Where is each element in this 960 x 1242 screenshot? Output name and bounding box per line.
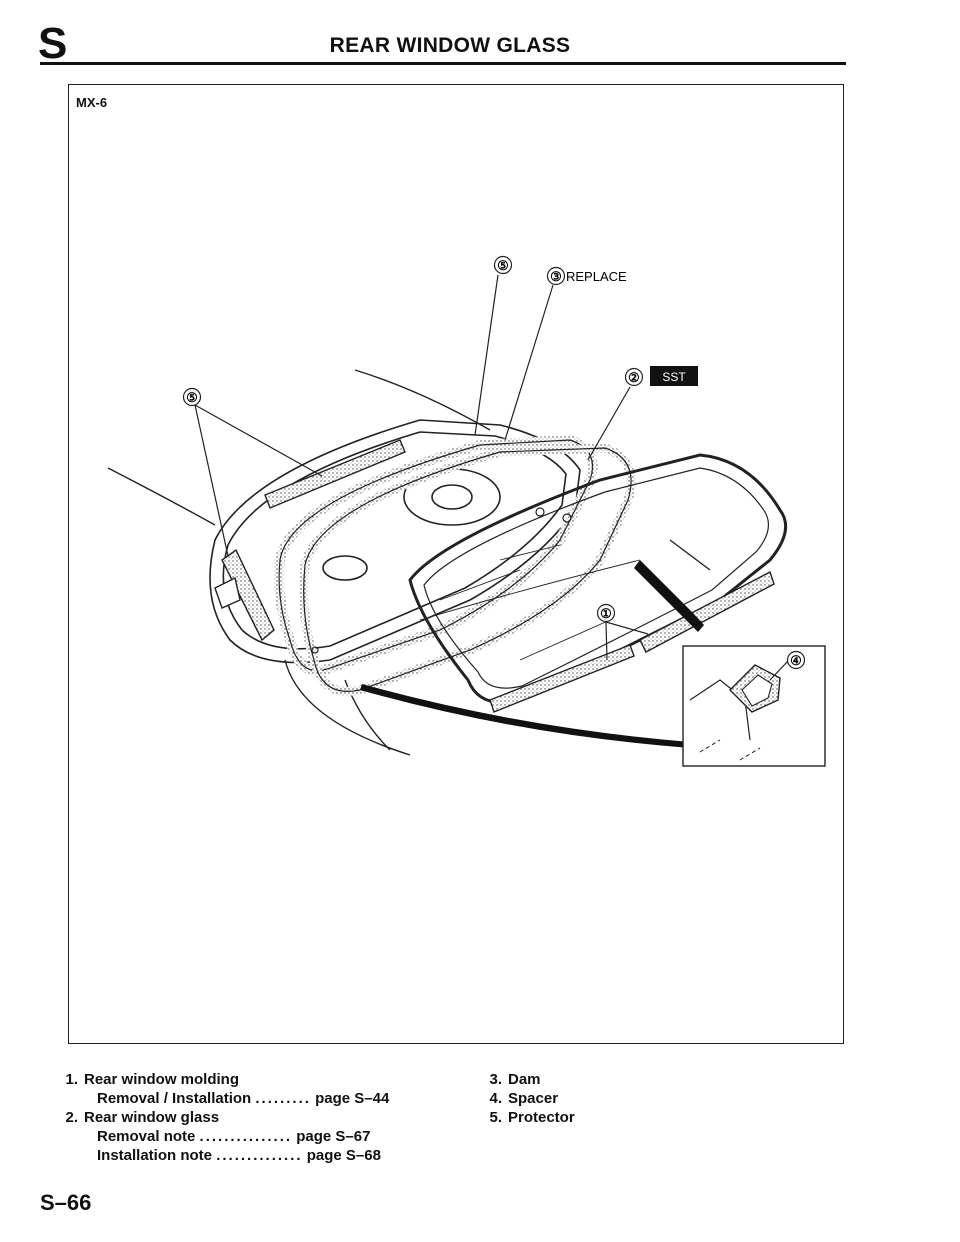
callout-4: ④ [786,650,806,670]
protector-upper [264,439,406,509]
callout-leaders [194,274,789,681]
model-label: MX-6 [76,95,108,110]
figure-frame [68,84,844,1044]
sst-badge: SST [650,366,698,386]
protector-left [214,548,275,642]
section-letter: S [38,19,68,68]
inset-detail [682,645,826,767]
legend-item: 4.Spacer [489,1090,559,1107]
body-opening [209,419,581,664]
callout-1: ① [596,603,616,623]
legend-item: 5.Protector [489,1109,575,1126]
legend-item: 3.Dam [489,1071,541,1088]
callout-3: ③ REPLACE [546,266,627,286]
svg-text:①: ① [600,606,612,621]
svg-text:⑤: ⑤ [186,390,198,405]
svg-text:③: ③ [550,269,562,284]
legend-item: 2.Rear window glass [65,1109,220,1126]
replace-label: REPLACE [566,269,627,284]
callout-5-top: ⑤ [493,255,513,275]
page-title: REAR WINDOW GLASS [329,34,571,57]
legend-subitem: Removal / Installation ......... page S–… [97,1090,390,1107]
svg-text:②: ② [628,370,640,385]
legend-left: 1.Rear window molding Removal / Installa… [50,1070,389,1165]
legend-subitem: Installation note .............. page S–… [97,1147,381,1164]
rear-window-molding [489,570,775,713]
page-number: S–66 [40,1190,92,1215]
legend-subitem: Removal note ............... page S–67 [97,1128,371,1145]
legend-item: 1.Rear window molding [65,1071,240,1088]
rear-window-glass [408,453,788,704]
header-rule [40,62,846,65]
callout-2: ② [624,367,644,387]
leader-sweep [360,560,704,748]
callout-5-left: ⑤ [182,387,202,407]
svg-text:SST: SST [662,370,686,384]
spacer-frame [299,443,636,696]
svg-text:⑤: ⑤ [497,258,509,273]
svg-text:④: ④ [790,653,802,668]
dam-ring [274,434,598,676]
legend-right: 3.Dam 4.Spacer 5.Protector [474,1070,575,1127]
